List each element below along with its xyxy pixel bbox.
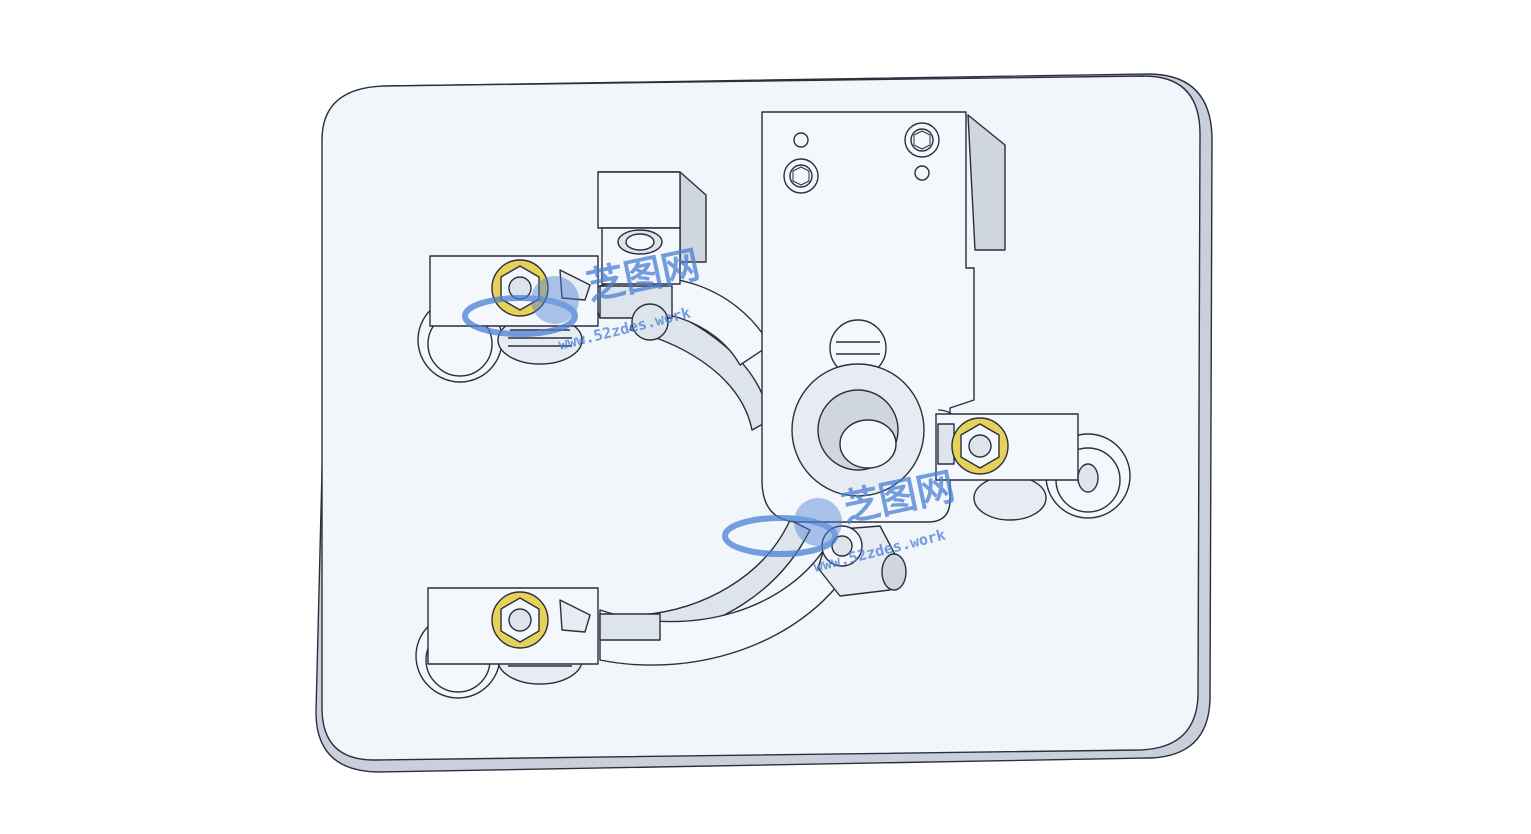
roller-clamp-right [935, 413, 1131, 521]
roller-clamp-upper-left [417, 255, 673, 383]
vertical-mount-plate [761, 111, 1006, 523]
roller-clamp-lower-left [415, 587, 661, 699]
clamp-block-top [597, 171, 707, 285]
